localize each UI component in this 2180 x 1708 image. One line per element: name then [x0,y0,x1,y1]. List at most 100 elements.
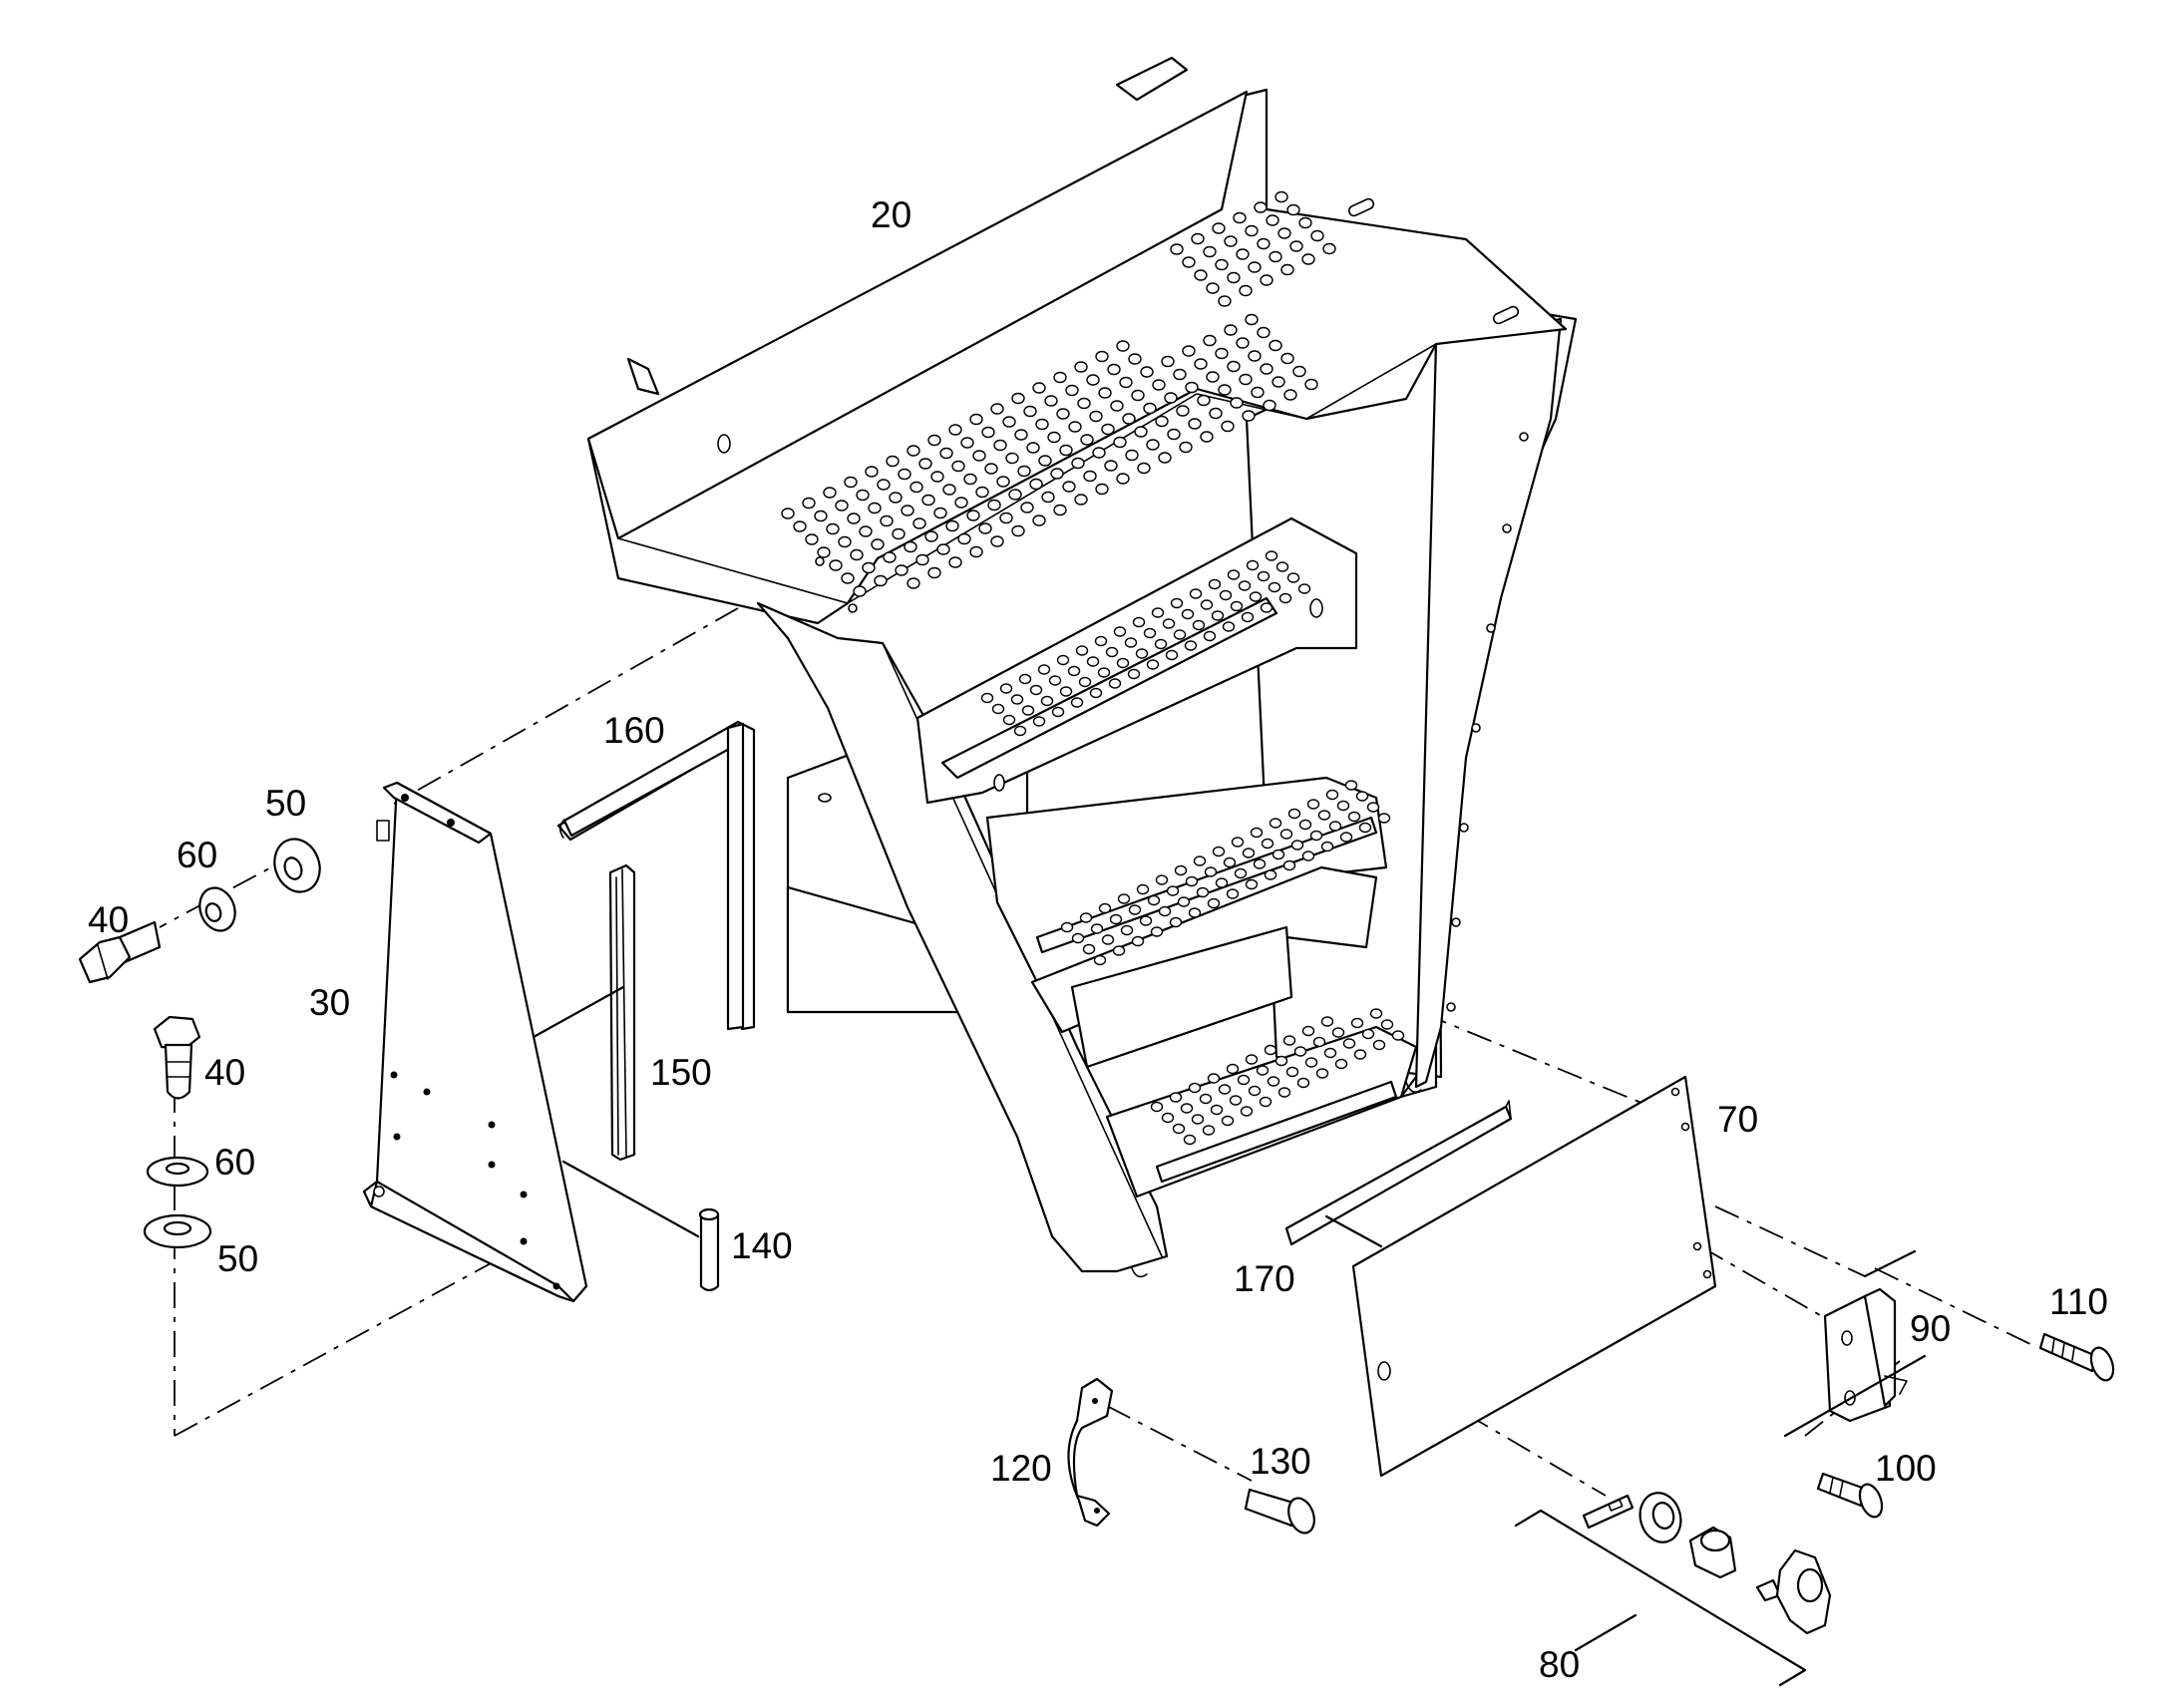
perforation-hole [1113,626,1127,637]
perforation-hole [1269,339,1282,352]
callout-50-upper: 50 [265,783,306,824]
perforation-hole [1079,912,1093,923]
perforation-hole [981,426,995,439]
perforation-hole [1301,851,1315,861]
perforation-hole [1254,201,1268,213]
perforation-hole [993,439,1007,452]
callout-40-upper: 40 [88,899,129,940]
perforation-hole [877,479,891,491]
perforation-hole [1035,418,1049,431]
perforation-hole [1218,1084,1232,1095]
perforation-hole [1245,224,1259,237]
perforation-hole [862,561,876,574]
perforation-hole [883,551,897,563]
perforation-hole [1092,447,1106,459]
perforation-hole [901,505,914,516]
perforation-hole [1062,481,1076,493]
perforation-hole [1161,1112,1175,1124]
perforation-hole [1317,810,1331,821]
perforation-hole [948,556,962,568]
perforation-hole [1017,465,1031,478]
perforation-hole [1140,366,1154,378]
perforation-hole [1032,716,1046,727]
perforation-hole [1259,1096,1272,1108]
perforation-hole [1260,602,1273,613]
perforation-hole [1050,468,1064,480]
step-1-perforation [980,550,1311,737]
perforation-hole [1256,1065,1270,1076]
perforation-hole [1239,284,1253,297]
perforation-hole [1336,800,1350,812]
perforation-hole [1277,1087,1291,1098]
perforation-hole [1181,608,1195,620]
perforation-hole [1071,932,1085,944]
perforation-hole [1166,885,1180,896]
part-20-staircase [586,56,1578,1278]
perforation-hole [1188,418,1202,430]
perforation-hole [987,499,1001,512]
perforation-hole [1008,489,1022,501]
perforation-hole [1011,392,1025,405]
part-80-connector-set [1514,1492,1832,1687]
perforation-hole [1245,1054,1259,1065]
perforation-hole [1041,491,1055,504]
callout-50-lower: 50 [217,1238,258,1279]
perforation-hole [802,497,816,510]
perforation-hole [1014,429,1028,441]
perforation-hole [1200,599,1214,610]
perforation-hole [1215,347,1229,360]
callout-labels: 20 160 50 60 40 30 40 60 50 150 140 70 1… [88,194,2108,1685]
washer-50-upper [273,838,321,893]
perforation-hole [1266,214,1279,226]
perforation-hole [1026,442,1040,454]
perforation-hole [1184,640,1198,651]
perforation-hole [1261,838,1274,850]
perforation-hole [1112,945,1126,956]
perforation-hole [1366,802,1380,813]
perforation-hole [1268,581,1281,593]
perforation-hole [835,500,849,512]
perforation-hole [1119,376,1133,389]
perforation-hole [1274,1055,1288,1067]
perforation-hole [1169,1092,1183,1103]
perforation-hole [921,494,935,507]
perforation-hole [960,437,974,449]
perforation-hole [1207,1073,1221,1084]
perforation-hole [991,703,1005,715]
perforation-hole [948,424,962,436]
perforation-hole [1320,1016,1334,1027]
perforation-hole [1029,478,1043,491]
perforation-hole [844,476,858,489]
perforation-hole [1147,894,1161,906]
perforation-hole [1090,923,1104,934]
bolt-40-lower [153,1015,201,1100]
perforation-hole [1287,808,1301,820]
perforation-hole [1122,413,1136,425]
perforation-hole [1131,389,1145,402]
perforation-hole [1218,384,1232,396]
perforation-hole [850,548,864,561]
perforation-hole [1269,250,1282,263]
perforation-hole [1021,705,1035,716]
callout-170: 170 [1234,1258,1295,1299]
perforation-hole [1173,368,1187,381]
perforation-hole [1146,659,1160,670]
perforation-hole [1380,1019,1394,1030]
perforation-hole [1264,1044,1277,1056]
perforation-hole [1320,841,1334,853]
perforation-hole [999,683,1013,694]
perforation-hole [1128,904,1142,915]
perforation-hole [1234,867,1248,879]
perforation-hole [1120,924,1134,936]
perforation-hole [1210,1104,1224,1116]
perforation-hole [1101,423,1115,436]
perforation-hole [1170,243,1184,255]
perforation-hole [1224,324,1238,336]
perforation-hole [1202,1125,1216,1136]
perforation-hole [1048,675,1062,686]
perforation-hole [1223,856,1237,868]
perforation-hole [1158,905,1172,917]
callout-90: 90 [1910,1308,1951,1349]
perforation-hole [980,692,994,704]
perforation-hole [1047,431,1061,444]
